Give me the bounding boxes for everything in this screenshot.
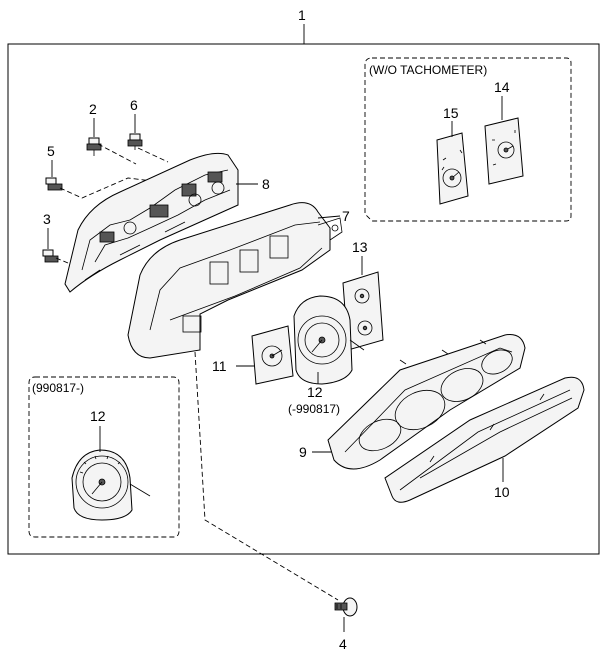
callout-9: 9 bbox=[299, 444, 307, 460]
callout-10: 10 bbox=[494, 484, 510, 500]
bulb-socket-3-icon bbox=[42, 249, 59, 263]
bulb-socket-5-icon bbox=[45, 177, 63, 191]
from-990817-box bbox=[28, 376, 180, 538]
circuit-board-8 bbox=[64, 152, 239, 293]
callout-5: 5 bbox=[47, 143, 55, 159]
callout-7: 7 bbox=[342, 208, 350, 224]
callout-4: 4 bbox=[339, 636, 347, 652]
wo-tachometer-box bbox=[364, 57, 572, 222]
speedometer-12 bbox=[293, 295, 365, 385]
mask-9 bbox=[327, 334, 526, 470]
gauge-14 bbox=[484, 117, 524, 185]
bulb-socket-6-icon bbox=[127, 133, 143, 150]
cluster-case-7 bbox=[127, 202, 343, 359]
callout-13: 13 bbox=[352, 239, 368, 255]
gauge-15 bbox=[436, 132, 469, 205]
callout-1: 1 bbox=[298, 7, 306, 23]
callout-12-alt: 12 bbox=[90, 408, 106, 424]
bulb-socket-2-icon bbox=[86, 137, 102, 156]
gauge-11 bbox=[251, 325, 294, 385]
callout-12-main: 12 bbox=[307, 384, 323, 400]
to-990817-label: (-990817) bbox=[288, 402, 340, 416]
wo-tachometer-label: (W/O TACHOMETER) bbox=[369, 63, 487, 77]
callout-14: 14 bbox=[494, 79, 510, 95]
glass-10 bbox=[384, 376, 585, 503]
callout-15: 15 bbox=[443, 105, 459, 121]
callout-2: 2 bbox=[89, 101, 97, 117]
screw-4-icon bbox=[334, 597, 358, 617]
callout-11: 11 bbox=[212, 358, 227, 374]
callout-3: 3 bbox=[43, 211, 51, 227]
speedometer-12-alt bbox=[71, 449, 151, 521]
assembly-frame bbox=[7, 43, 600, 555]
callout-6: 6 bbox=[130, 97, 138, 113]
from-990817-label: (990817-) bbox=[32, 381, 84, 395]
callout-8: 8 bbox=[262, 176, 270, 192]
